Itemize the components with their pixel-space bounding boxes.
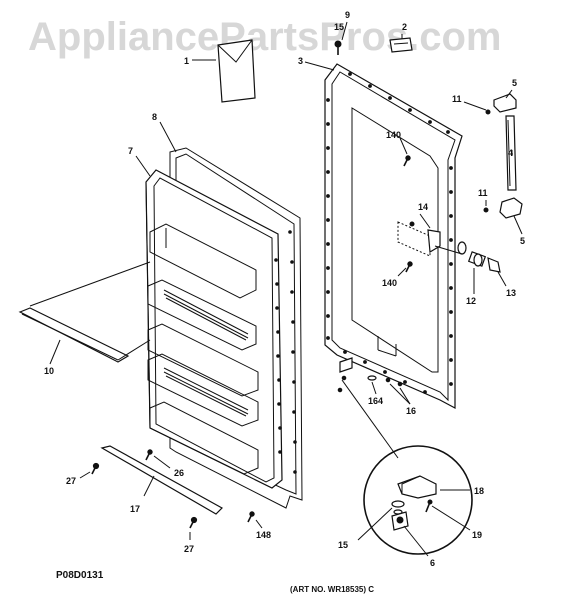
hinge-bottom-part[interactable]	[499, 197, 523, 219]
callout-1: 1	[184, 56, 189, 66]
screw-140-upper[interactable]	[403, 155, 411, 167]
bottom-trim-part[interactable]	[100, 445, 223, 515]
callout-17: 17	[130, 504, 140, 514]
door-shelf-4	[147, 353, 259, 427]
callout-18: 18	[474, 486, 484, 496]
callout-4: 4	[508, 148, 513, 158]
hinge-screw-bottom[interactable]	[483, 207, 489, 213]
callout-5-top: 5	[512, 78, 517, 88]
hinge-screw-top[interactable]	[485, 109, 491, 115]
detail-magnifier-circle	[363, 445, 473, 555]
door-shelf-1	[149, 223, 257, 299]
manual-envelope-part[interactable]	[217, 39, 256, 103]
door-shelf-3	[147, 323, 259, 397]
callout-27-bottom: 27	[184, 544, 194, 554]
callout-8: 8	[152, 112, 157, 122]
callout-7: 7	[128, 146, 133, 156]
inner-door-panel[interactable]	[145, 169, 297, 489]
callout-16: 16	[406, 406, 416, 416]
callout-11-top: 11	[452, 94, 462, 104]
screw-140-lower[interactable]	[405, 261, 413, 273]
callout-11-bottom: 11	[478, 188, 488, 198]
callout-27-top: 27	[66, 476, 76, 486]
liner-holes	[326, 72, 453, 394]
screw-27-lower[interactable]	[189, 516, 198, 529]
washer-164[interactable]	[367, 375, 377, 381]
fastener-16a[interactable]	[385, 377, 391, 383]
callout-15-detail: 15	[338, 540, 348, 550]
door-liner-panel[interactable]	[324, 63, 463, 409]
hinge-rod-part[interactable]	[505, 115, 517, 191]
callout-3: 3	[298, 56, 303, 66]
callout-140-bottom: 140	[382, 278, 397, 288]
inner-panel-holes	[274, 230, 297, 474]
door-shelf-2	[147, 279, 257, 351]
callout-5-bottom: 5	[520, 236, 525, 246]
art-number: (ART NO. WR18535) C	[290, 585, 374, 594]
fastener-16b[interactable]	[397, 381, 403, 387]
callout-9: 9	[345, 10, 350, 20]
diagram-code: P08D0131	[56, 570, 104, 581]
callout-15-top: 15	[334, 22, 344, 32]
callout-14: 14	[418, 202, 428, 212]
bottom-bracket-hardware[interactable]	[337, 357, 353, 393]
callout-6: 6	[430, 558, 435, 568]
top-screw-part[interactable]	[334, 40, 342, 55]
shelf-bar-part[interactable]	[18, 307, 130, 363]
callout-12: 12	[466, 296, 476, 306]
watermark-text: AppliancePartsPros.com	[28, 15, 502, 59]
label-part[interactable]	[389, 37, 413, 53]
callout-19: 19	[472, 530, 482, 540]
callout-13: 13	[506, 288, 516, 298]
callout-2: 2	[402, 22, 407, 32]
lock-cylinder-part[interactable]	[457, 241, 501, 273]
screw-26[interactable]	[145, 449, 153, 461]
screw-27-upper[interactable]	[91, 462, 100, 475]
callout-140-top: 140	[386, 130, 401, 140]
callout-148: 148	[256, 530, 271, 540]
door-shelf-5	[149, 401, 259, 475]
hinge-top-part[interactable]	[493, 93, 517, 113]
callout-26: 26	[174, 468, 184, 478]
callout-164: 164	[368, 396, 383, 406]
callout-10: 10	[44, 366, 54, 376]
screw-148[interactable]	[247, 511, 255, 523]
callout-labels: 1 2 3 4 5 5 6 7 8 9 10 11 11 12 13 14 15…	[44, 10, 525, 568]
